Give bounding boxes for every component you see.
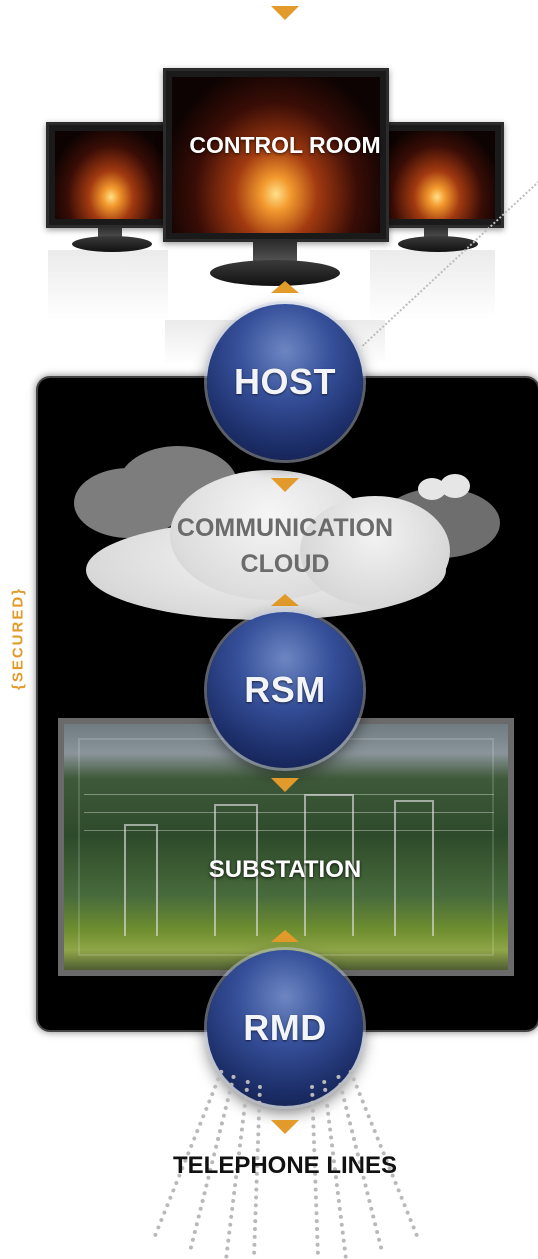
- host-down-arrow: [271, 478, 299, 492]
- rmd-node: RMD: [207, 950, 363, 1106]
- telephone-lines-label: TELEPHONE LINES: [172, 1152, 398, 1179]
- rsm-down-arrow: [271, 778, 299, 792]
- secured-label: {SECURED}: [9, 586, 27, 691]
- control-room-label: CONTROL ROOM: [189, 132, 381, 158]
- rsm-node-label: RSM: [244, 669, 326, 710]
- communication-cloud-label-line1: COMMUNICATION: [176, 514, 394, 542]
- right-monitor: [370, 122, 504, 228]
- top-arrow: [271, 6, 299, 20]
- telephone-arrow: [271, 1120, 299, 1134]
- rsm-up-arrow: [271, 594, 299, 606]
- host-node: HOST: [207, 304, 363, 460]
- communication-cloud-label-line2: CLOUD: [240, 550, 330, 578]
- rmd-up-arrow: [271, 930, 299, 942]
- substation-label: SUBSTATION: [208, 856, 362, 883]
- rmd-node-label: RMD: [243, 1007, 327, 1048]
- host-up-arrow: [271, 281, 299, 293]
- center-monitor: [163, 68, 389, 242]
- host-node-label: HOST: [233, 361, 336, 402]
- rsm-node: RSM: [207, 612, 363, 768]
